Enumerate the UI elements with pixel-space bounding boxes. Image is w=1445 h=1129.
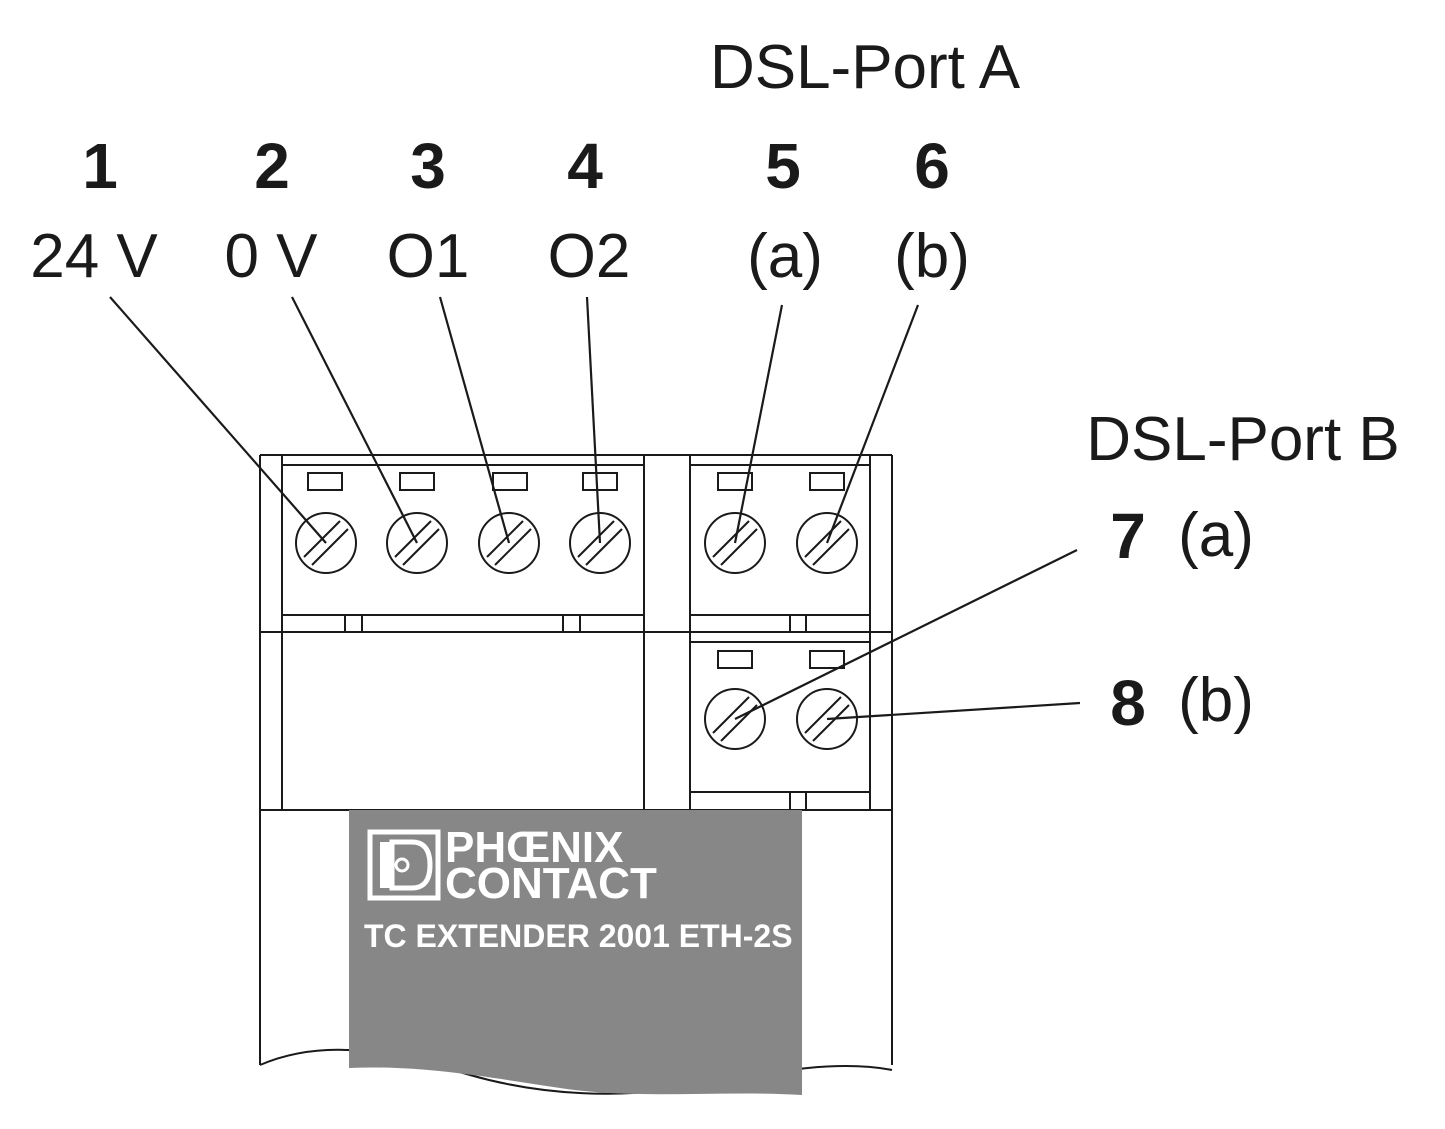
leader-line-2: [291, 296, 418, 544]
screw-2-icon: [386, 512, 448, 574]
terminal-7-number: 7: [1110, 500, 1146, 572]
terminal-6-label: (b): [894, 222, 970, 291]
terminal-5-number: 5: [765, 130, 801, 202]
screw-3-icon: [478, 512, 540, 574]
marking-tabs: [307, 472, 845, 669]
leader-line-1: [109, 296, 327, 544]
leader-line-6: [825, 304, 920, 544]
device-model: TC EXTENDER 2001 ETH-2S: [364, 918, 793, 954]
phoenix-logo-icon: [367, 829, 441, 901]
terminal-1-number: 1: [82, 130, 118, 202]
dsl-port-a-title: DSL-Port A: [710, 33, 1021, 102]
screw-4-icon: [569, 512, 631, 574]
terminal-1-label: 24 V: [30, 222, 158, 291]
leader-line-8: [826, 701, 1081, 721]
terminal-2-label: 0 V: [224, 222, 318, 291]
leader-line-7: [734, 549, 1078, 720]
leader-lines: [109, 296, 1081, 721]
dsl-port-b-title: DSL-Port B: [1086, 405, 1400, 474]
terminal-8-number: 8: [1110, 667, 1146, 739]
screw-7-icon: [704, 688, 766, 750]
terminal-5-label: (a): [747, 222, 823, 291]
terminal-4-number: 4: [567, 130, 603, 202]
terminal-6-number: 6: [914, 130, 950, 202]
terminal-7-label: (a): [1178, 501, 1254, 570]
leader-line-4: [585, 296, 602, 544]
screw-6-icon: [796, 512, 858, 574]
leader-line-3: [438, 296, 511, 544]
terminal-8-label: (b): [1178, 666, 1254, 735]
screw-5-icon: [704, 512, 766, 574]
terminal-3-label: O1: [387, 222, 470, 291]
brand-line-2: CONTACT: [445, 859, 657, 908]
terminal-3-number: 3: [410, 130, 446, 202]
device-label-plate: PHŒNIX CONTACT TC EXTENDER 2001 ETH-2S: [349, 810, 802, 1095]
screw-terminals: [295, 512, 858, 750]
brand-line-1: PHŒNIX: [445, 823, 623, 872]
screw-8-icon: [796, 688, 858, 750]
terminal-2-number: 2: [254, 130, 290, 202]
terminal-4-label: O2: [548, 222, 631, 291]
leader-line-5: [733, 304, 784, 544]
